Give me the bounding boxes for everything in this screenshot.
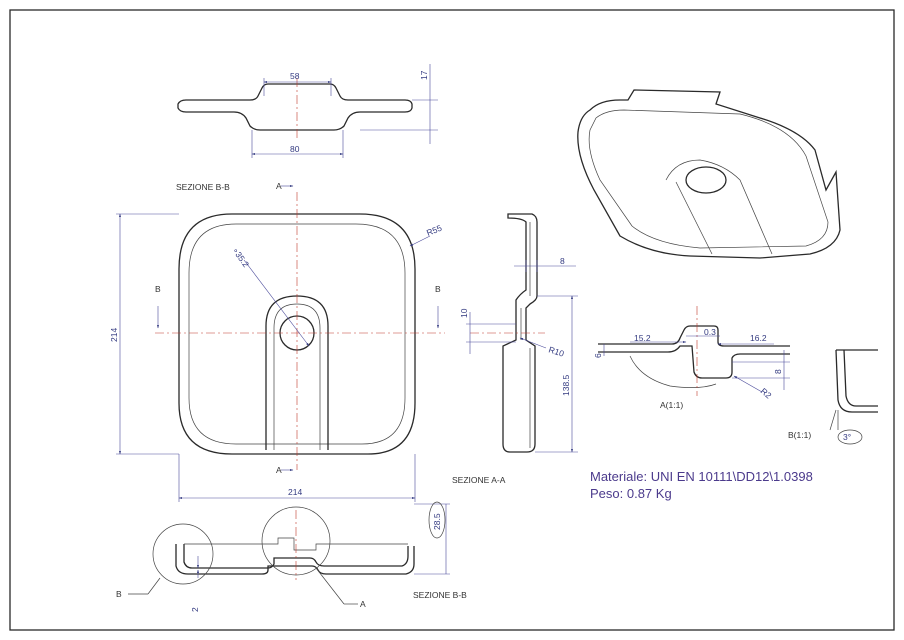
dim-2: 2 bbox=[190, 607, 200, 612]
iso-hole bbox=[685, 166, 727, 194]
detail-a-r2: R2 bbox=[759, 386, 774, 401]
callout-b: B bbox=[116, 589, 122, 599]
marker-a-top: A bbox=[276, 181, 282, 191]
callout-b-circle bbox=[152, 523, 214, 585]
front-section-title: SEZIONE B-B bbox=[176, 182, 230, 192]
detail-a-16-2: 16.2 bbox=[750, 333, 767, 343]
dim-28-5: 28.5 bbox=[432, 513, 442, 530]
dim-214-vertical: 214 bbox=[109, 328, 119, 342]
marker-b-right: B bbox=[435, 284, 441, 294]
detail-a-label: A(1:1) bbox=[660, 400, 683, 410]
sheet-border bbox=[9, 9, 895, 631]
dim-17: 17 bbox=[419, 70, 429, 80]
dim-r10: R10 bbox=[547, 344, 565, 358]
bottom-section-title: SEZIONE B-B bbox=[413, 590, 467, 600]
dim-r55: R55 bbox=[425, 223, 443, 238]
marker-b-left: B bbox=[155, 284, 161, 294]
bottom-section-view: B A 2 28.5 SEZIONE B-B bbox=[116, 501, 467, 612]
top-profile-view: 58 80 17 bbox=[177, 64, 438, 158]
marker-a-bottom: A bbox=[276, 465, 282, 475]
dim-138-5: 138.5 bbox=[561, 374, 571, 396]
side-section-title: SEZIONE A-A bbox=[452, 475, 506, 485]
detail-a-8: 8 bbox=[773, 369, 783, 374]
dim-214-horizontal: 214 bbox=[288, 487, 302, 497]
detail-a: 6 15.2 0.3 16.2 8 R2 A(1:1) bbox=[593, 306, 790, 410]
detail-a-0-3: 0.3 bbox=[704, 327, 716, 337]
detail-a-6: 6 bbox=[593, 353, 603, 358]
detail-b-angle: 3° bbox=[843, 432, 851, 442]
side-section-view: 8 10 R10 138.5 SEZIONE A-A bbox=[452, 213, 578, 485]
dim-80: 80 bbox=[290, 144, 300, 154]
dim-10: 10 bbox=[459, 308, 469, 318]
detail-b: 3° B(1:1) bbox=[788, 349, 878, 445]
detail-b-label: B(1:1) bbox=[788, 430, 811, 440]
material-text: Materiale: UNI EN 10111\DD12\1.0398 bbox=[590, 469, 813, 484]
weight-text: Peso: 0.87 Kg bbox=[590, 486, 672, 501]
dim-8-side: 8 bbox=[560, 256, 565, 266]
isometric-view bbox=[577, 89, 841, 259]
callout-a: A bbox=[360, 599, 366, 609]
front-view: SEZIONE B-B A A B B 214 214 R55 bbox=[109, 181, 445, 502]
dim-58: 58 bbox=[290, 71, 300, 81]
detail-a-15-2: 15.2 bbox=[634, 333, 651, 343]
